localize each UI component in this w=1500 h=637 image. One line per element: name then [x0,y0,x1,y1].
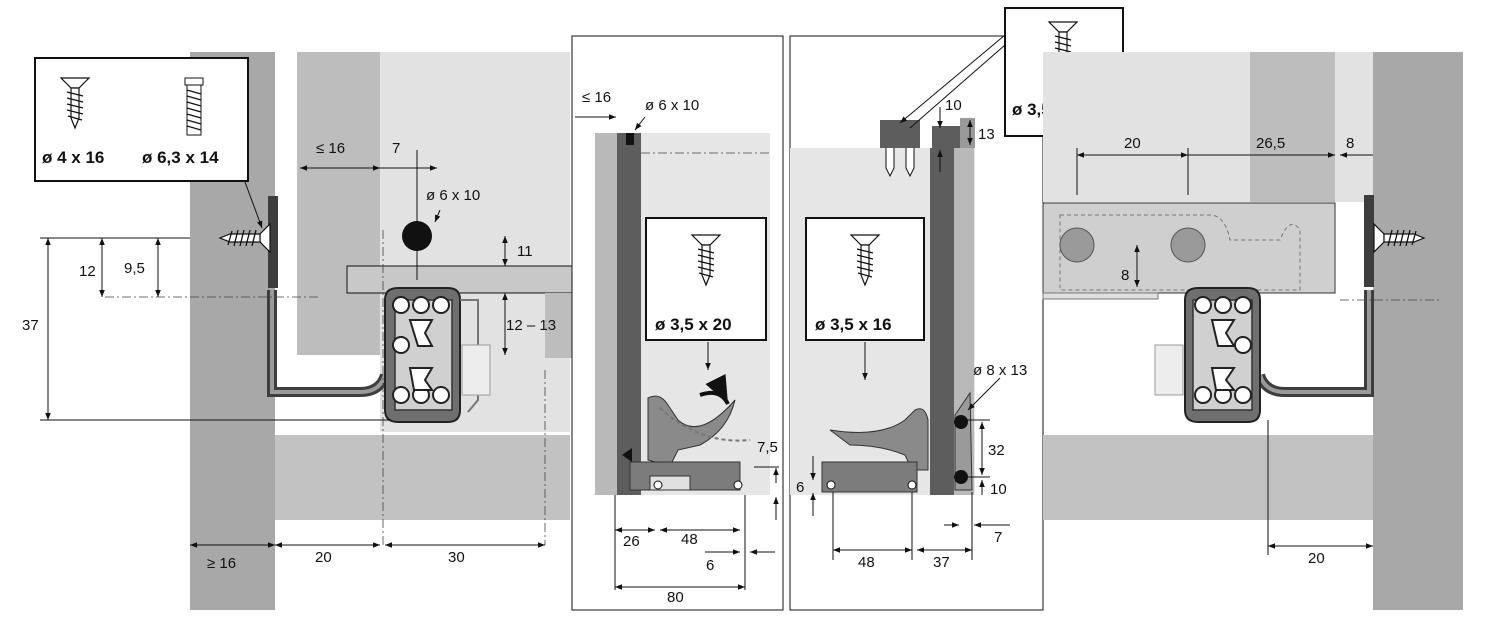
right-side-wall [1373,52,1463,610]
p4-dim-13: 13 [978,126,995,143]
machine-screw-icon [184,77,204,136]
p4-dim-hole: ø 8 x 13 [973,362,1027,379]
left-drawer-bottom [346,265,573,294]
right-drawer-side [1250,52,1335,202]
right-dim-26-5: 26,5 [1256,135,1285,152]
dim-left-20: 20 [315,549,332,566]
p4-hole-upper [954,415,968,429]
right-cabinet-section: 20 26,5 8 8 20 [1042,52,1463,610]
p4-dim-10: 10 [990,481,1007,498]
right-dim-20: 20 [1308,550,1325,567]
left-runner-profile [384,287,491,423]
dim-left-max16: ≤ 16 [316,140,345,157]
p3-screw-label: ø 3,5 x 20 [655,315,732,334]
p3-drawer-front-dark [617,133,641,495]
p3-dim-7-5: 7,5 [757,439,778,456]
p4-dim-37: 37 [933,554,950,571]
dim-left-12-13: 12 – 13 [506,317,556,334]
p4-coupling [821,461,918,493]
p3-dim-6: 6 [706,557,714,574]
p3-locking-lever [647,395,736,467]
dim-left-7: 7 [392,140,400,157]
left-cabinet-section: ø 4 x 16 ø 6,3 x 14 ≤ 16 7 ø 6 x 10 11 1… [22,52,573,610]
dim-left-hole: ø 6 x 10 [426,187,480,204]
right-floor-band [1043,435,1373,520]
dim-left-11: 11 [517,243,533,260]
screw-label-4x16: ø 4 x 16 [42,148,104,167]
right-runner-bracket [1255,290,1374,397]
right-dim-8: 8 [1121,267,1129,284]
right-runner-profile [1154,287,1261,423]
dim-left-30: 30 [448,549,465,566]
p3-dim-80: 80 [667,589,684,606]
left-screw-box: ø 4 x 16 ø 6,3 x 14 [34,57,249,182]
screw-label-6-3x14: ø 6,3 x 14 [142,148,219,167]
p4-dim-32: 32 [988,442,1005,459]
p4-dim-10-top: 10 [945,97,962,114]
p3-dim-26: 26 [623,533,640,550]
p3-dim-48: 48 [681,531,698,548]
dim-left-min16: ≥ 16 [207,555,236,572]
p3-dim-hole: ø 6 x 10 [645,97,699,114]
right-dowel-left [1059,227,1095,263]
right-dowel-right [1170,227,1206,263]
right-dim-8-top: 8 [1346,135,1354,152]
left-lower-block [545,293,572,358]
p4-dim-48: 48 [858,554,875,571]
right-dim-20-top: 20 [1124,135,1141,152]
panel-rear-fixing: ø 3,5 x 16 10 13 ø 8 x 13 32 10 6 48 [789,35,1044,611]
p4-drawer-back-dark [930,148,954,495]
dim-left-9-5: 9,5 [124,260,145,277]
p4-dim-6: 6 [796,479,804,496]
p4-locking-lever [829,408,929,471]
p4-screw-label: ø 3,5 x 16 [815,315,892,334]
p4-hole-lower [954,470,968,484]
p3-drawer-front-mid [595,133,617,495]
dim-left-37: 37 [22,317,39,334]
p4-dim-7: 7 [994,529,1002,546]
left-mount-plate [268,196,278,288]
dim-left-12: 12 [79,263,96,280]
left-drawer-side [297,52,380,355]
panel-front-fixing: ø 3,5 x 20 ≤ 16 ø 6 x 10 7,5 26 48 6 80 [571,35,784,611]
p3-dim-max16: ≤ 16 [582,89,611,106]
